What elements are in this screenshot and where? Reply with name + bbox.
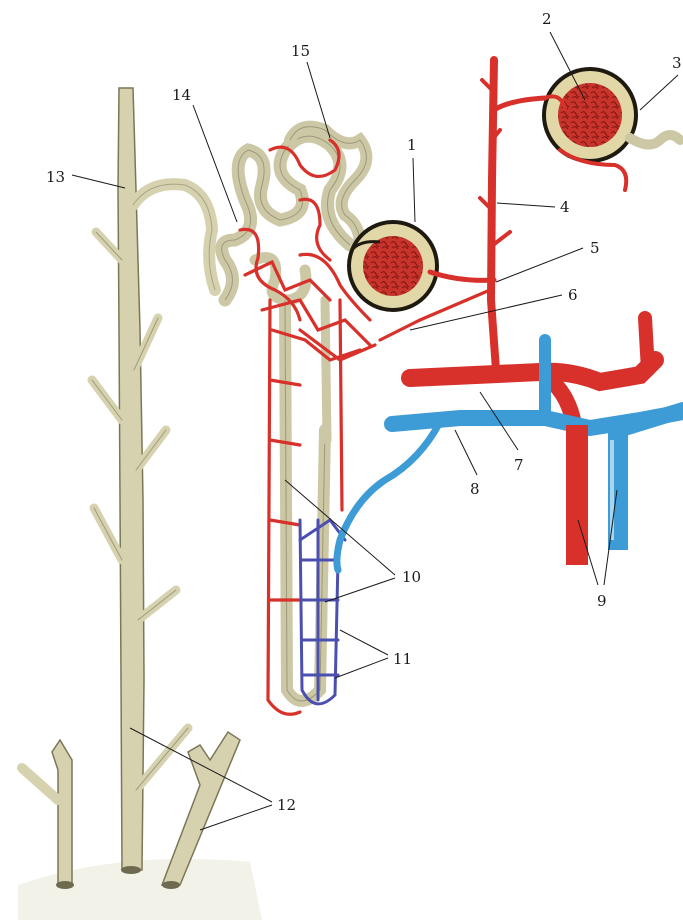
- label-14: 14: [172, 86, 191, 104]
- duct-opening: [121, 866, 141, 874]
- label-5: 5: [590, 239, 600, 257]
- label-10: 10: [402, 568, 421, 586]
- glomerulus-capillaries: [363, 236, 423, 296]
- label-7: 7: [514, 456, 524, 474]
- peritubular-capillary-network: [240, 140, 490, 714]
- label-3: 3: [672, 54, 682, 72]
- proximal-convoluted-tubule: [222, 136, 350, 300]
- afferent-arteriole: [430, 272, 494, 280]
- collecting-duct: [18, 88, 262, 920]
- label-6: 6: [568, 286, 578, 304]
- label-12: 12: [277, 796, 296, 814]
- label-1: 1: [407, 136, 417, 154]
- venous-drainage: [337, 422, 440, 570]
- bowman-capsule-outlet: [630, 135, 680, 145]
- renal-corpuscle-1: [349, 222, 437, 310]
- label-8: 8: [470, 480, 480, 498]
- label-15: 15: [291, 42, 310, 60]
- label-4: 4: [560, 198, 570, 216]
- duct-opening: [162, 881, 180, 889]
- renal-corpuscle-2: [544, 69, 680, 161]
- label-11: 11: [393, 650, 412, 668]
- label-2: 2: [542, 10, 552, 28]
- duct-opening: [56, 881, 74, 889]
- label-9: 9: [597, 592, 607, 610]
- label-13: 13: [46, 168, 65, 186]
- connecting-tubule: [133, 184, 215, 290]
- arcuate-vessels: [337, 318, 683, 570]
- side-duct-left-branch: [22, 768, 58, 800]
- glomerulus-capillaries: [558, 83, 622, 147]
- henle-ascending-limb: [325, 300, 327, 440]
- side-duct-left: [52, 740, 72, 885]
- arcuate-artery: [410, 360, 655, 382]
